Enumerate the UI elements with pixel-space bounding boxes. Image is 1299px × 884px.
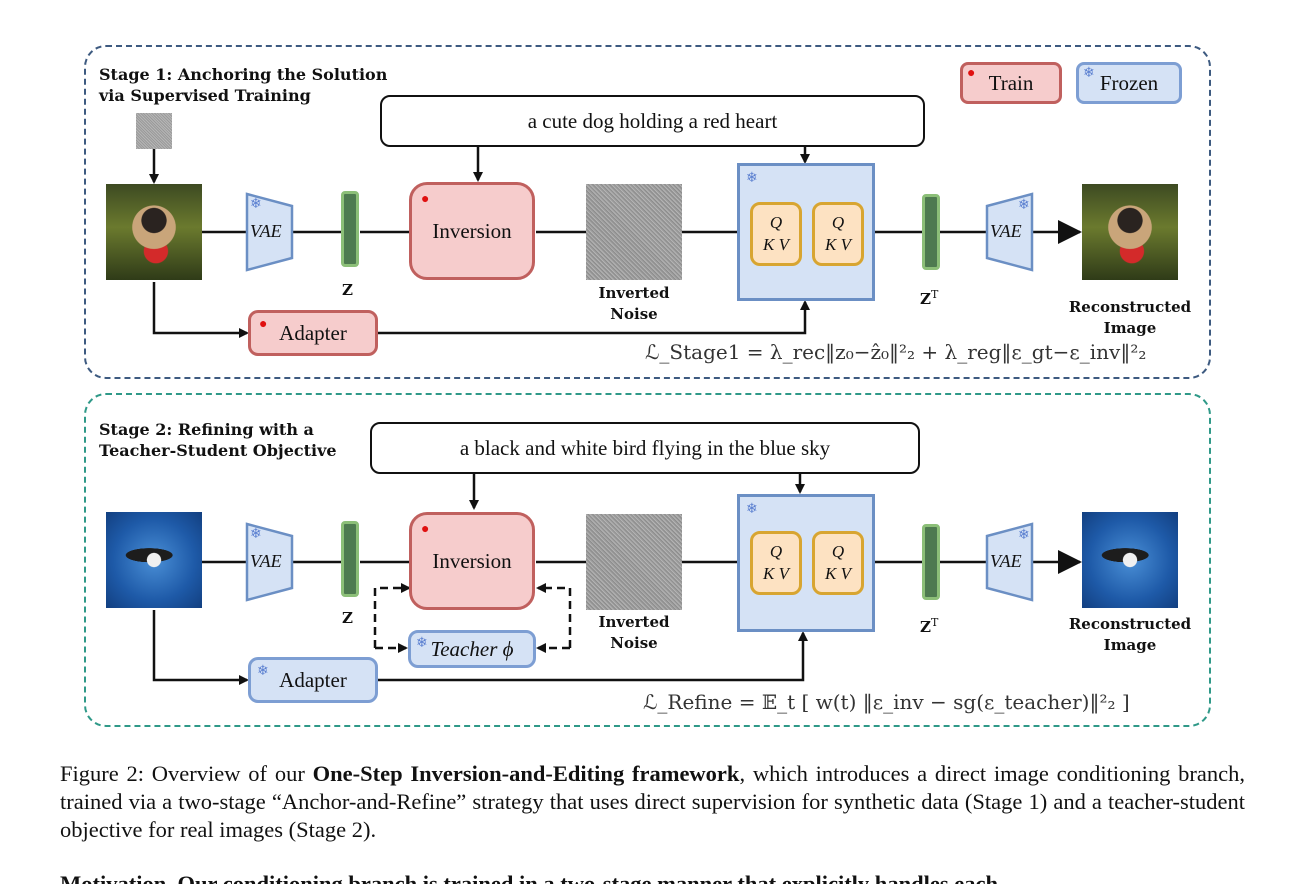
stage1-title: Stage 1: Anchoring the Solution via Supe… [99,64,387,106]
stage1-vae-decoder-label: VAE [990,221,1022,241]
stage1-adapter-label: Adapter [279,320,347,345]
stage2-recon-label: Reconstructed Image [1055,614,1205,656]
caption-prefix: Figure 2: Overview of our [60,761,313,786]
snowflake-icon: ❄ [250,526,262,542]
stage1-inversion-block: ● Inversion [409,182,535,280]
stage1-zt-label: ZT [920,284,938,310]
figure-caption: Figure 2: Overview of our One-Step Inver… [60,760,1245,844]
stage1-inverted-noise-image [586,184,682,280]
attention-qkv-block: Q K V [812,531,864,595]
stage2-zt-label: ZT [920,612,938,638]
flame-icon: ● [967,66,976,81]
noise-label-line2: Noise [610,305,658,323]
stage2-text-prompt: a black and white bird flying in the blu… [370,422,920,474]
stage2-z-label: Z [342,609,353,627]
vae-decoder-shape [985,192,1034,272]
stage1-panel [84,45,1211,379]
qkv-kv: K V [825,235,851,254]
snowflake-icon: ❄ [1018,527,1030,543]
legend-train: ● Train [960,62,1062,104]
stage1-loss-formula: ℒ_Stage1 = λ_rec‖z₀−ẑ₀‖²₂ + λ_reg‖ε_gt−ε… [645,340,1147,364]
zt-base: Z [920,618,931,636]
stage1-adapter-block: ● Adapter [248,310,378,356]
stage2-inversion-block: ● Inversion [409,512,535,610]
snowflake-icon: ❄ [1083,66,1095,81]
stage1-title-line2: via Supervised Training [99,86,311,105]
snowflake-icon: ❄ [250,196,262,212]
stage1-noise-label: Inverted Noise [580,283,688,325]
stage1-latent-zt [922,194,940,270]
snowflake-icon: ❄ [1018,197,1030,213]
stage1-title-line1: Stage 1: Anchoring the Solution [99,65,388,84]
stage1-inversion-label: Inversion [432,218,512,243]
recon-line1: Reconstructed [1068,615,1192,633]
snowflake-icon: ❄ [257,664,269,679]
stage2-vae-decoder-label: VAE [990,551,1022,571]
legend-train-label: Train [988,70,1034,95]
stage1-text-prompt: a cute dog holding a red heart [380,95,925,147]
stage2-input-image [106,512,202,608]
stage2-adapter-block: ❄ Adapter [248,657,378,703]
snowflake-icon: ❄ [416,636,428,651]
qkv-kv: K V [825,564,851,583]
qkv-kv: K V [763,235,789,254]
vae-encoder-shape [245,522,294,602]
snowflake-icon: ❄ [746,501,758,517]
zt-sup: T [930,616,939,629]
stage2-title-line2: Teacher-Student Objective [99,441,337,460]
snowflake-icon: ❄ [746,170,758,186]
legend-frozen-label: Frozen [1099,70,1159,95]
recon-line2: Image [1103,636,1157,654]
qkv-q: Q [769,542,783,561]
noise-label-line1: Inverted [598,613,670,631]
stage2-title-line1: Stage 2: Refining with a [99,420,314,439]
stage1-frozen-unet: ❄ Q K V Q K V [737,163,875,301]
stage1-latent-z [341,191,359,267]
attention-qkv-block: Q K V [750,531,802,595]
stage1-input-image [106,184,202,280]
stage2-reconstructed-image [1082,512,1178,608]
stage1-vae-encoder-label: VAE [250,221,282,241]
vae-encoder-shape [245,192,294,272]
stage2-title: Stage 2: Refining with a Teacher-Student… [99,419,337,461]
noise-label-line1: Inverted [598,284,670,302]
stage1-recon-label: Reconstructed Image [1055,297,1205,339]
stage1-z-label: Z [342,281,353,299]
attention-qkv-block: Q K V [750,202,802,266]
qkv-kv: K V [763,564,789,583]
caption-bold: One-Step Inversion-and-Editing framework [312,761,740,786]
zt-sup: T [930,288,939,301]
vae-decoder-shape [985,522,1034,602]
next-paragraph-partial: Motivation. Our conditioning branch is t… [60,871,1015,884]
stage1-gaussian-noise-thumb [136,113,172,149]
recon-line2: Image [1103,319,1157,337]
stage2-latent-z [341,521,359,597]
stage2-teacher-block: ❄ Teacher ϕ [408,630,536,668]
qkv-q: Q [831,213,845,232]
stage2-loss-formula: ℒ_Refine = 𝔼_t [ w(t) ‖ε_inv − sg(ε_teac… [643,690,1130,714]
flame-icon: ● [259,317,268,332]
recon-line1: Reconstructed [1068,298,1192,316]
stage2-noise-label: Inverted Noise [580,612,688,654]
legend-frozen: ❄ Frozen [1076,62,1182,104]
stage1-reconstructed-image [1082,184,1178,280]
attention-qkv-block: Q K V [812,202,864,266]
flame-icon: ● [421,522,430,537]
noise-label-line2: Noise [610,634,658,652]
stage2-inverted-noise-image [586,514,682,610]
qkv-q: Q [831,542,845,561]
stage2-latent-zt [922,524,940,600]
stage2-frozen-unet: ❄ Q K V Q K V [737,494,875,632]
zt-base: Z [920,290,931,308]
stage2-inversion-label: Inversion [432,548,512,573]
stage2-teacher-label: Teacher ϕ [430,636,514,661]
stage2-panel [84,393,1211,727]
stage2-vae-encoder-label: VAE [250,551,282,571]
flame-icon: ● [421,192,430,207]
stage2-adapter-label: Adapter [279,667,347,692]
qkv-q: Q [769,213,783,232]
caption-rest: , which introduces a direct image condit… [60,761,1245,842]
